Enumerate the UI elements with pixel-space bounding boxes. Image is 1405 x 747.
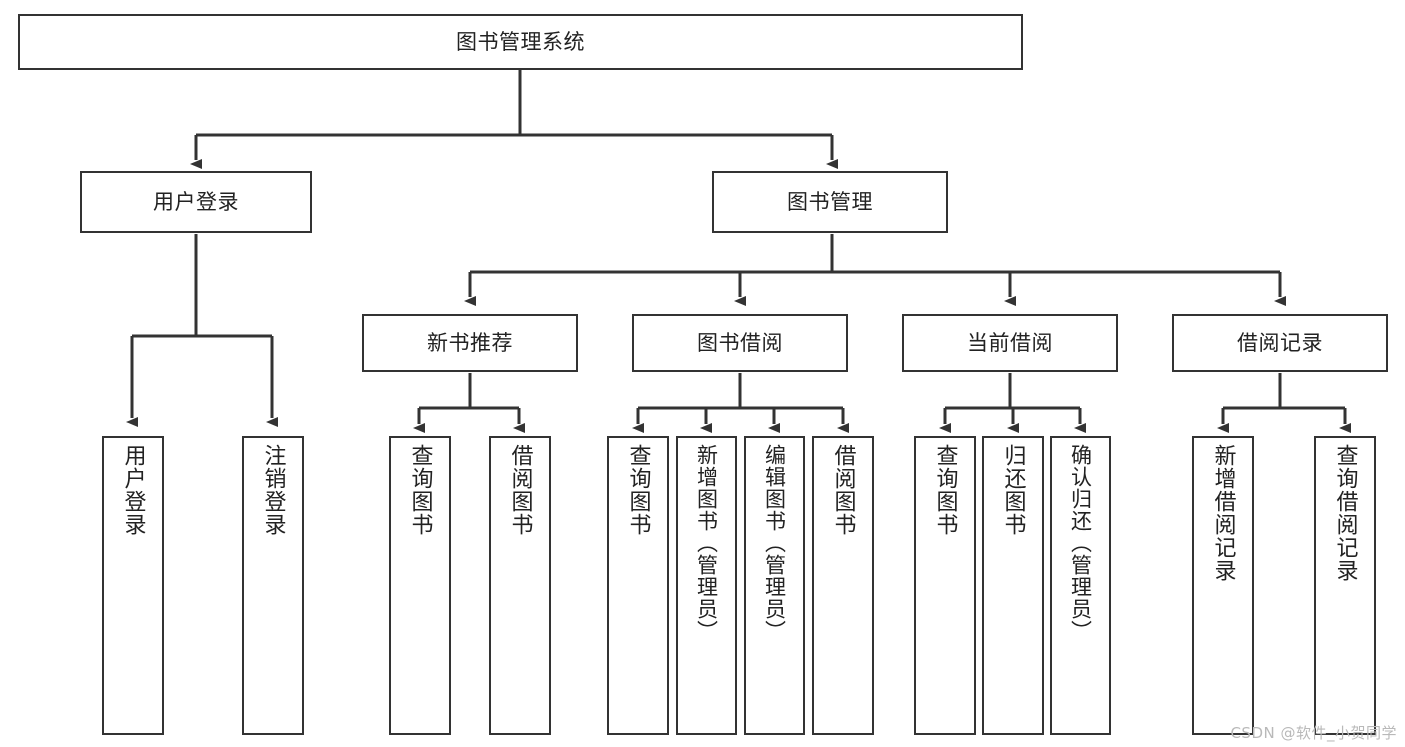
node-label: 用户登录 xyxy=(153,189,239,214)
node-label: 新书推荐 xyxy=(427,330,513,355)
node-label: 图书管理系统 xyxy=(456,29,585,54)
leaf-current-confirm-return-admin[interactable]: 确认归还（管理员） xyxy=(1050,436,1111,735)
node-label: 用户登录 xyxy=(120,444,146,536)
leaf-recommend-query-book[interactable]: 查询图书 xyxy=(389,436,451,735)
node-label: 归还图书 xyxy=(1000,444,1026,536)
node-label: 借阅记录 xyxy=(1237,330,1323,355)
node-label: 当前借阅 xyxy=(967,330,1053,355)
leaf-borrow-edit-book-admin[interactable]: 编辑图书（管理员） xyxy=(744,436,805,735)
leaf-borrow-add-book-admin[interactable]: 新增图书（管理员） xyxy=(676,436,737,735)
leaf-borrow-query-book[interactable]: 查询图书 xyxy=(607,436,669,735)
node-label: 注销登录 xyxy=(260,444,286,536)
node-current-borrow[interactable]: 当前借阅 xyxy=(902,314,1118,372)
node-label: 借阅图书 xyxy=(507,444,533,536)
node-label: 查询借阅记录 xyxy=(1332,444,1358,582)
node-label: 查询图书 xyxy=(625,444,651,536)
node-label: 编辑图书（管理员） xyxy=(762,444,787,642)
node-book-management[interactable]: 图书管理 xyxy=(712,171,948,233)
leaf-current-return-book[interactable]: 归还图书 xyxy=(982,436,1044,735)
node-label: 查询图书 xyxy=(932,444,958,536)
node-label: 图书管理 xyxy=(787,189,873,214)
leaf-borrow-borrow-book[interactable]: 借阅图书 xyxy=(812,436,874,735)
node-label: 新增借阅记录 xyxy=(1210,444,1236,582)
node-label: 确认归还（管理员） xyxy=(1068,444,1093,642)
node-label: 图书借阅 xyxy=(697,330,783,355)
node-user-login[interactable]: 用户登录 xyxy=(80,171,312,233)
node-label: 借阅图书 xyxy=(830,444,856,536)
leaf-user-login-logout[interactable]: 注销登录 xyxy=(242,436,304,735)
node-new-book-recommend[interactable]: 新书推荐 xyxy=(362,314,578,372)
leaf-recommend-borrow-book[interactable]: 借阅图书 xyxy=(489,436,551,735)
node-label: 新增图书（管理员） xyxy=(694,444,719,642)
leaf-record-query-record[interactable]: 查询借阅记录 xyxy=(1314,436,1376,735)
node-borrow-record[interactable]: 借阅记录 xyxy=(1172,314,1388,372)
leaf-record-add-record[interactable]: 新增借阅记录 xyxy=(1192,436,1254,735)
node-label: 查询图书 xyxy=(407,444,433,536)
node-root-system[interactable]: 图书管理系统 xyxy=(18,14,1023,70)
leaf-current-query-book[interactable]: 查询图书 xyxy=(914,436,976,735)
node-book-borrow[interactable]: 图书借阅 xyxy=(632,314,848,372)
leaf-user-login-login[interactable]: 用户登录 xyxy=(102,436,164,735)
csdn-watermark: CSDN @软件_小贺同学 xyxy=(1230,724,1397,742)
